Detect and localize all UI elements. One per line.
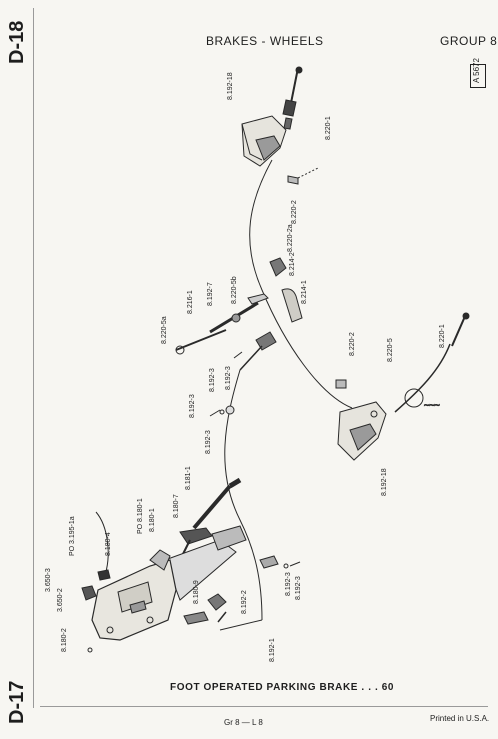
callout: 8.192-3: [295, 576, 302, 600]
callout: 8.180-7: [173, 494, 180, 518]
callout: 8.220-5b: [231, 276, 238, 304]
callout: 8.220-2: [349, 332, 356, 356]
figure-reference-box: A 5672: [470, 58, 486, 88]
callout: 8.192-3: [205, 430, 212, 454]
callout: 3.650-2: [57, 588, 64, 612]
callout: 8.216-1: [187, 290, 194, 314]
cable-adjuster: [255, 331, 277, 351]
callout: 8.214-2: [289, 252, 296, 276]
callout: 8.192-18: [381, 468, 388, 496]
callout: 8.192-2: [241, 590, 248, 614]
cable-guide-plate: [281, 288, 303, 323]
upper-cable-bracket: [241, 115, 287, 167]
callout: 8.192-3: [209, 368, 216, 392]
callout: 8.192-7: [207, 282, 214, 306]
callout: 8.180-9: [193, 580, 200, 604]
left-margin-rule: [33, 8, 34, 708]
right-cable-assembly: ~~~: [394, 312, 470, 413]
callout: 8.192-3: [225, 366, 232, 390]
footer-page-ref: Gr 8 — L 8: [224, 718, 263, 727]
callout: PO 8.180-1: [137, 498, 144, 534]
bolt-3650: [81, 585, 97, 601]
footer-rule: [40, 706, 488, 707]
callout: 8.181-1: [185, 466, 192, 490]
lower-cable-bracket: [337, 401, 387, 461]
callout: 8.192-3: [285, 572, 292, 596]
callout: 8.220-1: [439, 324, 446, 348]
lower-cable-clip: [259, 555, 279, 569]
pedal-mounting-bracket: [91, 549, 177, 641]
page-title: BRAKES - WHEELS: [206, 34, 324, 48]
cable-guide-block: [269, 257, 287, 277]
callout: 8.220-5: [387, 338, 394, 362]
group-label: GROUP 8: [440, 34, 498, 48]
callout: 8.180-1: [149, 508, 156, 532]
footer-printed: Printed in U.S.A.: [430, 714, 490, 723]
svg-text:~~~: ~~~: [424, 400, 440, 410]
side-page-code-bottom: D-17: [6, 680, 28, 724]
part-callouts: 8.192-18 8.220-1 8.220-2 8.220-2a 8.214-…: [45, 72, 446, 662]
callout: PO 3.195-1a: [69, 516, 76, 556]
nut-8180-2: [87, 647, 93, 653]
callout: 8.220-1: [325, 116, 332, 140]
callout: 8.214-1: [301, 280, 308, 304]
callout: 3.650-3: [45, 568, 52, 592]
callout: 8.220-2a: [287, 224, 294, 252]
callout: 8.192-1: [269, 638, 276, 662]
callout: 8.192-3: [189, 394, 196, 418]
callout: 8.180-4: [105, 532, 112, 556]
pivot-pin: [183, 611, 209, 625]
callout: 8.192-18: [227, 72, 234, 100]
equalizer-linkage: [175, 293, 269, 355]
clevis-8180-9: [207, 593, 227, 611]
callout: 8.220-2: [291, 200, 298, 224]
parking-brake-lever: [179, 477, 242, 561]
figure-caption: FOOT OPERATED PARKING BRAKE . . . 60: [170, 682, 395, 693]
callout: 8.220-5a: [161, 316, 168, 344]
upper-cable-end-assembly: [282, 66, 303, 130]
main-brake-cable-upper: [249, 159, 353, 409]
cable-clip-upper: [287, 175, 299, 185]
callout: 8.180-2: [61, 628, 68, 652]
cable-clip-lower: [335, 379, 347, 389]
